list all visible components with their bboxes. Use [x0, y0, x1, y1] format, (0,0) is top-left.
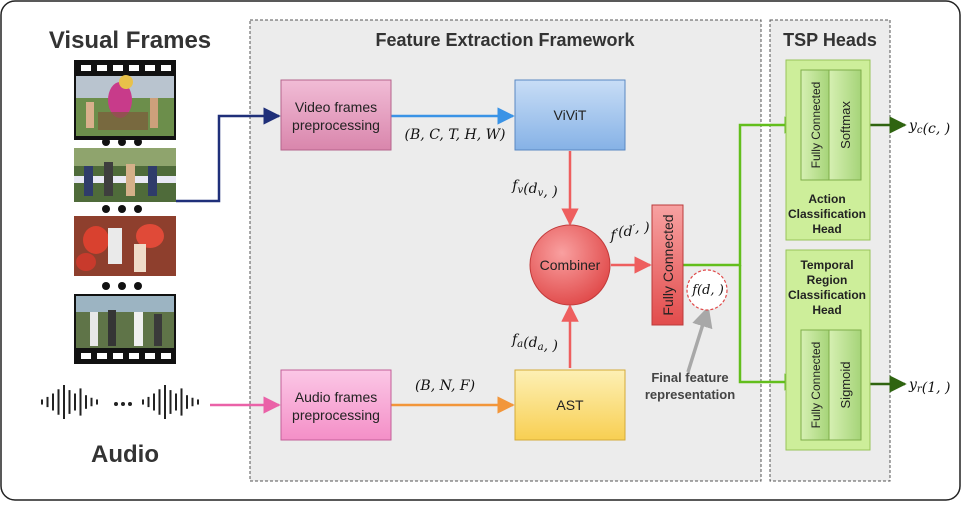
separator-dot	[118, 205, 126, 213]
combiner-label: Combiner	[540, 257, 601, 273]
separator-dot	[134, 205, 142, 213]
temporal-region-head: Temporal Region Classification Head Full…	[785, 249, 871, 451]
final-feature-label-1: Final feature	[651, 370, 728, 385]
separator-dot	[102, 138, 110, 146]
fc-to-action-head-arrow	[683, 116, 802, 267]
waveform-ellipsis-dot	[121, 402, 125, 406]
film-frame-4	[74, 294, 176, 364]
fc-main-block: Fully Connected	[651, 204, 684, 326]
video-shape-label: (B, C, T, H, W)	[405, 127, 506, 143]
temporal-fc-label: Fully Connected	[809, 342, 823, 429]
separator-dot	[118, 282, 126, 290]
action-softmax-label: Softmax	[838, 101, 853, 149]
combiner-block: Combiner	[529, 224, 611, 306]
separator-dot	[134, 138, 142, 146]
temporal-head-label-3: Classification	[788, 288, 866, 302]
final-feature-pointer-arrow	[686, 305, 713, 373]
film-strip	[74, 60, 176, 364]
audio-shape-label: (B, N, F)	[415, 378, 475, 394]
temporal-fc-block	[800, 329, 830, 441]
action-softmax-block	[828, 69, 862, 181]
fc-to-temporal-head-arrow	[738, 265, 802, 391]
sprocket-hole	[97, 65, 107, 71]
sprocket-hole	[145, 353, 155, 359]
temporal-head-label-1: Temporal	[800, 258, 853, 272]
audio-preprocessing-block: Audio frames preprocessing	[280, 369, 392, 441]
vivit-block: ViViT	[514, 79, 626, 151]
vivit-label: ViViT	[554, 107, 587, 123]
sprocket-hole	[97, 353, 107, 359]
film-frame-1	[74, 60, 176, 140]
video-pre-label-1: Video frames	[295, 99, 377, 115]
sprocket-hole	[81, 65, 91, 71]
fc-main-label: Fully Connected	[660, 214, 676, 315]
video-pre-label-2: preprocessing	[292, 117, 380, 133]
final-feature-label-2: representation	[645, 387, 735, 402]
fv-label: fv(dv, )	[511, 178, 557, 200]
audio-pre-label-2: preprocessing	[292, 407, 380, 423]
action-head-label-2: Classification	[788, 207, 866, 221]
sprocket-hole	[161, 353, 171, 359]
feature-extraction-title: Feature Extraction Framework	[375, 30, 635, 50]
film-frame-2	[74, 148, 176, 202]
sprocket-hole	[161, 65, 171, 71]
waveform-ellipsis-dot	[114, 402, 118, 406]
film-frame-3	[74, 216, 176, 276]
ast-block: AST	[514, 369, 626, 441]
f-label: f(d, )	[691, 283, 724, 298]
visual-frames-heading: Visual Frames	[49, 27, 211, 54]
temporal-head-label-4: Head	[812, 303, 841, 317]
ast-label: AST	[556, 397, 584, 413]
audio-pre-label-1: Audio frames	[295, 389, 377, 405]
action-head-label-3: Head	[812, 222, 841, 236]
frames-to-video-pre-arrow	[176, 107, 281, 203]
sprocket-hole	[113, 65, 123, 71]
waveform-ellipsis-dot	[128, 402, 132, 406]
separator-dot	[102, 282, 110, 290]
sprocket-hole	[129, 353, 139, 359]
sprocket-hole	[129, 65, 139, 71]
audio-waveform	[41, 385, 199, 419]
video-preprocessing-block: Video frames preprocessing	[280, 79, 392, 151]
film-sprockets	[81, 65, 171, 359]
final-feature-marker	[686, 269, 728, 311]
action-fc-block	[800, 69, 830, 181]
temporal-head-label-2: Region	[807, 273, 848, 287]
separator-dot	[134, 282, 142, 290]
temporal-sigmoid-block	[828, 329, 862, 441]
sprocket-hole	[145, 65, 155, 71]
temporal-sigmoid-label: Sigmoid	[838, 362, 853, 409]
tsp-heads-title: TSP Heads	[783, 30, 877, 50]
separator-dot	[118, 138, 126, 146]
action-classification-head: Fully Connected Softmax Action Classific…	[785, 59, 871, 241]
frame-separator-dots	[102, 138, 142, 290]
action-fc-label: Fully Connected	[809, 82, 823, 169]
fa-label: fa(da, )	[511, 332, 558, 354]
action-head-label-1: Action	[808, 192, 845, 206]
audio-heading: Audio	[91, 441, 159, 468]
sprocket-hole	[81, 353, 91, 359]
separator-dot	[102, 205, 110, 213]
sprocket-hole	[113, 353, 123, 359]
